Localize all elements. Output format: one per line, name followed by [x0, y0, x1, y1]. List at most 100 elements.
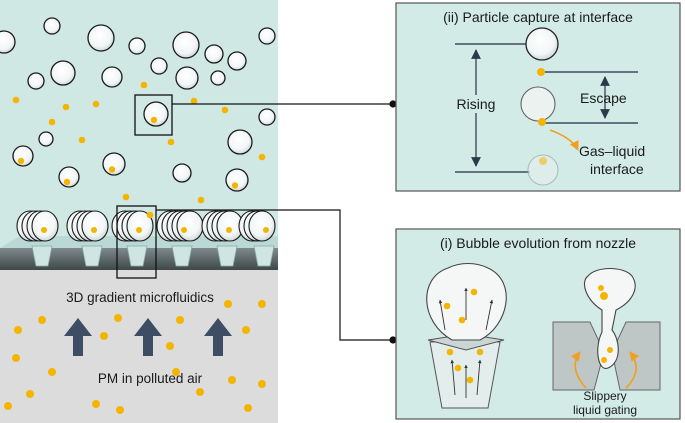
bubble	[175, 66, 199, 90]
left-panel: 3D gradient microfluidics PM in polluted…	[0, 0, 278, 423]
connector-dot	[389, 336, 397, 344]
particle	[466, 376, 474, 384]
rising-bubbles	[0, 17, 276, 192]
particle	[443, 302, 451, 310]
particle	[48, 368, 56, 376]
particle	[607, 347, 613, 353]
nozzle	[216, 245, 238, 267]
particle-escaping	[537, 68, 545, 76]
bubble	[227, 129, 253, 155]
particle	[92, 400, 100, 408]
bubble	[128, 37, 146, 55]
growing-bubble	[426, 262, 507, 341]
particle	[38, 316, 46, 324]
callout-connectors	[156, 100, 397, 344]
bubble	[87, 24, 115, 52]
nozzle-bubble	[248, 210, 276, 242]
captured-particle	[231, 182, 239, 189]
particles-in-air	[4, 300, 266, 414]
particle	[91, 227, 97, 233]
particle	[226, 227, 232, 233]
gating-label-line1: Slippery	[583, 389, 626, 403]
nozzle	[126, 245, 148, 267]
nozzle	[171, 245, 193, 267]
particle	[263, 227, 269, 233]
nozzle-bubble-illustration	[426, 262, 507, 409]
particle	[26, 390, 34, 398]
particle	[446, 348, 454, 356]
particle	[167, 138, 175, 146]
bubble-top	[525, 27, 559, 61]
bubble	[150, 57, 168, 75]
particle	[258, 153, 266, 161]
bubble	[50, 60, 76, 86]
flow-arrow-icon	[438, 299, 446, 331]
captured-particle	[17, 157, 25, 165]
particle	[78, 136, 86, 144]
particle-at-interface	[538, 118, 546, 126]
nozzle-body	[429, 341, 501, 409]
nozzle	[253, 245, 275, 267]
connector-dot	[389, 100, 397, 108]
particle	[4, 402, 12, 410]
nozzle-callout-box	[116, 205, 157, 279]
particle	[228, 376, 236, 384]
nozzle-bubble-array	[16, 210, 276, 267]
particle	[458, 316, 466, 324]
captured-particle	[108, 166, 116, 173]
capture-panel: (ii) Particle capture at interface Risin…	[395, 2, 681, 192]
bubble	[101, 66, 123, 88]
air-region	[0, 268, 278, 423]
bubble-middle	[520, 86, 556, 122]
particle	[221, 106, 229, 114]
particle	[181, 227, 187, 233]
escape-label: Escape	[580, 90, 627, 106]
nozzle-bubble	[81, 210, 109, 242]
particle	[12, 96, 20, 104]
particle	[197, 196, 205, 204]
gating-label-line2: liquid gating	[573, 403, 637, 417]
particle	[92, 100, 100, 108]
particle	[41, 227, 47, 233]
capture-callout-box	[134, 94, 173, 136]
particle	[176, 316, 184, 324]
evolution-panel-title: (i) Bubble evolution from nozzle	[440, 235, 636, 251]
nozzle-bubble	[31, 210, 59, 242]
pinching-bubble	[584, 267, 636, 369]
particle	[476, 348, 484, 356]
particle-faded	[539, 157, 547, 165]
particle	[12, 354, 20, 362]
bubble	[204, 44, 224, 64]
liquid-gating-illustration: Slippery liquid gating	[552, 267, 661, 417]
bubble	[172, 31, 200, 59]
gating-pointer-arrow-right	[625, 351, 640, 389]
particle	[258, 380, 266, 388]
captured-particle	[63, 178, 71, 186]
captured-particle	[150, 116, 158, 124]
particle	[598, 285, 604, 291]
bubble	[0, 30, 16, 54]
particles-in-liquid	[12, 81, 266, 219]
bubble	[102, 152, 126, 176]
bubble	[258, 27, 276, 45]
bubble	[210, 70, 226, 86]
particles-in-bubble	[443, 288, 484, 384]
flow-arrow-icon	[485, 299, 494, 331]
up-arrow-icon	[134, 318, 162, 356]
bubble	[225, 168, 249, 192]
particle	[62, 103, 70, 111]
bubble	[227, 51, 247, 71]
particle	[454, 364, 462, 372]
particle	[48, 118, 56, 126]
bubble	[43, 17, 61, 35]
particle	[14, 326, 22, 334]
particle	[172, 368, 180, 376]
flow-arrow-icon	[450, 359, 456, 396]
particle	[224, 300, 232, 308]
bubble	[38, 131, 54, 147]
particle	[122, 193, 130, 201]
particle	[114, 314, 122, 322]
particle	[600, 292, 608, 300]
capture-panel-title: (ii) Particle capture at interface	[443, 9, 633, 25]
bubble-bottom-faded	[527, 154, 559, 186]
